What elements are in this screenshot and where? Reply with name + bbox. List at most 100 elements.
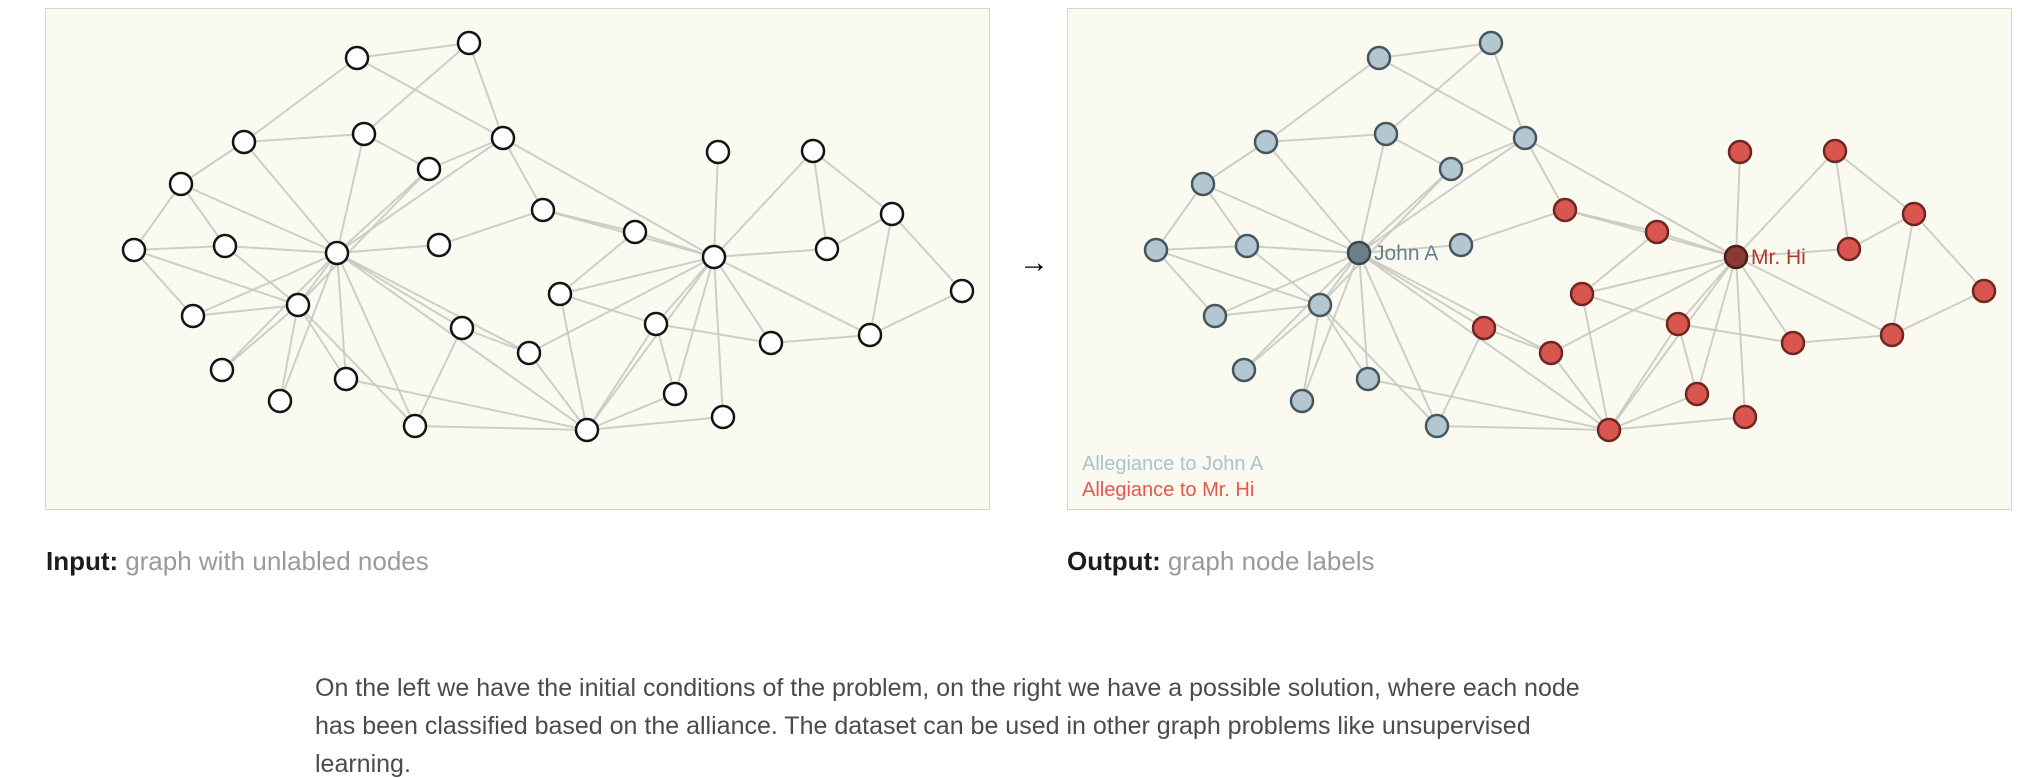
graph-edge [1608, 256, 1737, 431]
graph-edge [1524, 137, 1737, 258]
graph-edge [1735, 150, 1836, 258]
graph-edge [1913, 213, 1985, 292]
graph-edge [586, 323, 657, 431]
graph-edge [1214, 304, 1321, 317]
graph-node-r16 [710, 404, 736, 430]
graph-node-g13 [1202, 303, 1228, 329]
graph-edge [192, 304, 299, 317]
graph-node-r3 [530, 197, 556, 223]
graph-edge [1581, 256, 1737, 295]
graph-edge [1155, 249, 1321, 306]
graph-node-r11 [758, 330, 784, 356]
graph-edge [1378, 42, 1492, 59]
graph-node-r6 [1836, 236, 1862, 262]
graph-edge [1358, 252, 1369, 380]
graph-edge [279, 252, 338, 402]
graph-edge [221, 252, 338, 371]
graph-edge [336, 168, 430, 254]
graph-edge [1581, 293, 1679, 325]
figure-description: On the left we have the initial conditio… [315, 669, 1735, 778]
graph-node-g11 [1448, 232, 1474, 258]
graph-edge [1656, 231, 1737, 258]
graph-edge [1202, 183, 1248, 247]
graph-edge [336, 252, 530, 354]
graph-edge [1367, 378, 1610, 431]
graph-node-r15 [1684, 381, 1710, 407]
graph-node-r5 [1901, 201, 1927, 227]
graph-edge [1891, 213, 1915, 336]
graph-edge [1358, 244, 1462, 254]
graph-node-g4 [1373, 121, 1399, 147]
graph-node-g11 [426, 232, 452, 258]
graph-node-r5 [879, 201, 905, 227]
graph-edge [1834, 150, 1915, 215]
graph-node-r14 [574, 417, 600, 443]
graph-node-r4 [622, 219, 648, 245]
graph-edge [1319, 304, 1369, 380]
description-line: has been classified based on the allianc… [315, 712, 1531, 740]
graph-edge [502, 137, 544, 211]
graph-node-r9 [1665, 311, 1691, 337]
graph-edge [891, 213, 963, 292]
graph-edge [1246, 245, 1321, 306]
graph-edge [297, 304, 347, 380]
graph-edge [414, 425, 588, 431]
graph-node-g9 [1234, 233, 1260, 259]
graph-edge [1358, 133, 1387, 254]
input-graph [121, 30, 975, 443]
graph-edge [297, 304, 416, 427]
graph-edge [336, 252, 588, 431]
graph-edge [428, 137, 504, 170]
graph-node-r4 [1644, 219, 1670, 245]
graph-edge [1608, 323, 1679, 431]
output-caption-label: Output: [1067, 546, 1161, 576]
graph-edge [1358, 252, 1438, 427]
graph-edge [528, 352, 588, 431]
graph-node-g8 [1143, 237, 1169, 263]
graph-edge [1696, 256, 1737, 395]
input-graph-panel [45, 8, 990, 510]
graph-edge [586, 416, 724, 431]
graph-edge [1460, 209, 1566, 246]
graph-edge [345, 378, 588, 431]
graph-edge [586, 256, 715, 431]
graph-edge [1550, 352, 1610, 431]
graph-edge [1735, 151, 1741, 258]
graph-edge [1490, 42, 1526, 139]
graph-edge [1155, 183, 1204, 251]
output-caption-text: graph node labels [1167, 546, 1375, 576]
graph-edge [180, 183, 226, 247]
input-caption: Input:graph with unlabled nodes [46, 546, 429, 577]
graph-node-r17 [449, 315, 475, 341]
graph-edge [224, 245, 299, 306]
graph-node-r8 [547, 281, 573, 307]
graph-edge [869, 290, 963, 336]
graph-node-r15 [662, 381, 688, 407]
graph-edge [1735, 256, 1794, 344]
graph-edge [336, 252, 416, 427]
graph-node-g1 [344, 45, 370, 71]
graph-edge [1792, 334, 1893, 344]
graph-edge [559, 256, 715, 295]
graph-edge [869, 213, 893, 336]
graph-edge [1319, 168, 1452, 306]
graph-edge [502, 137, 715, 258]
graph-edge [1436, 425, 1610, 431]
graph-node-r10 [516, 340, 542, 366]
graph-edge [1677, 256, 1737, 325]
graph-node-r12 [1879, 322, 1905, 348]
graph-node-g2 [456, 30, 482, 56]
graph-edge [133, 249, 299, 306]
graph-node-g16 [1355, 366, 1381, 392]
graph-edge [133, 245, 226, 251]
graph-node-r9 [643, 311, 669, 337]
graph-edge [1735, 256, 1893, 336]
graph-edge [1265, 57, 1380, 143]
graph-node-g10 [1346, 240, 1372, 266]
graph-edge [1608, 416, 1746, 431]
graph-edge [297, 168, 430, 306]
graph-edge [1891, 290, 1985, 336]
